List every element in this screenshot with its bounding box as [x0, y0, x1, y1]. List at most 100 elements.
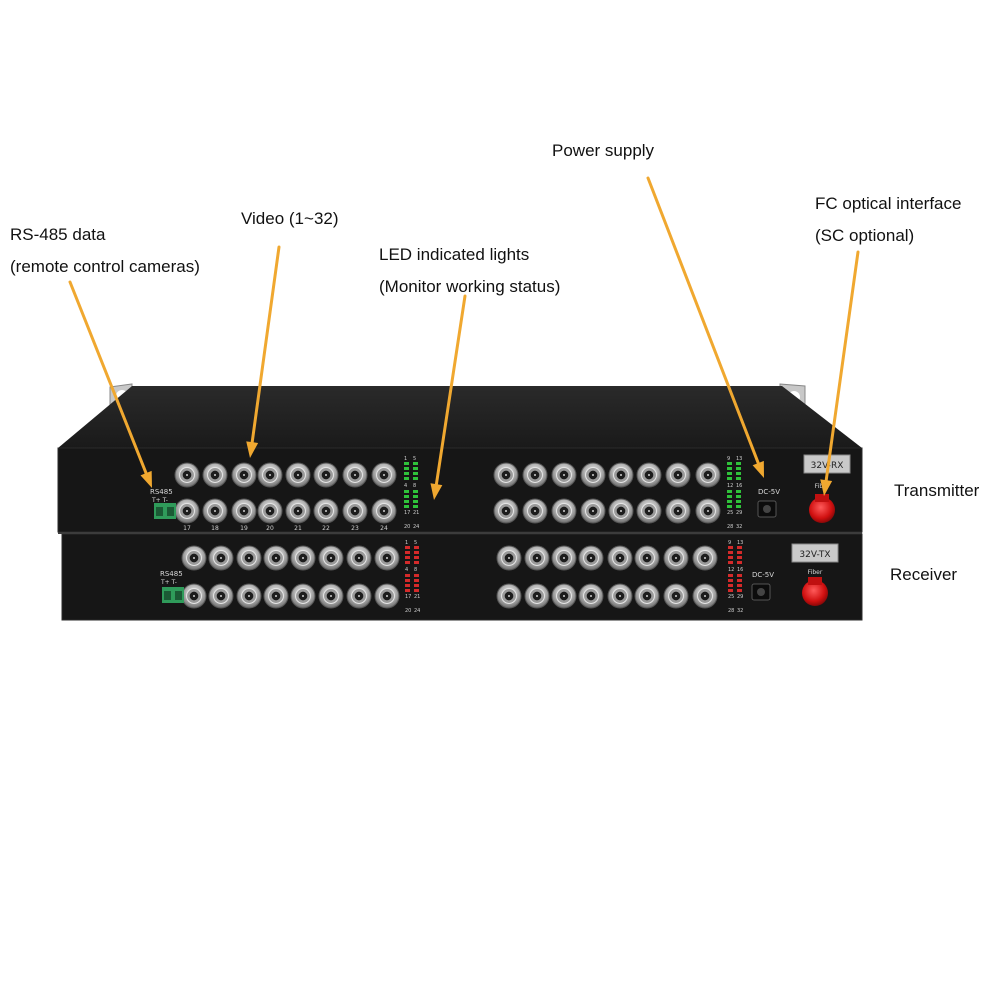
- led: [404, 500, 409, 503]
- bnc-connector[interactable]: [174, 462, 200, 488]
- bnc-connector[interactable]: [663, 583, 689, 609]
- led: [414, 561, 419, 564]
- bnc-connector[interactable]: [231, 498, 257, 524]
- bnc-connector[interactable]: [580, 498, 606, 524]
- port-number: 24: [380, 525, 388, 532]
- bnc-connector[interactable]: [665, 462, 691, 488]
- led: [413, 472, 418, 475]
- bnc-connector[interactable]: [692, 545, 718, 571]
- bnc-connector[interactable]: [236, 583, 262, 609]
- bnc-connector[interactable]: [551, 545, 577, 571]
- bnc-connector[interactable]: [371, 462, 397, 488]
- bnc-connector[interactable]: [263, 583, 289, 609]
- bnc-connector[interactable]: [202, 462, 228, 488]
- bnc-connector[interactable]: [231, 462, 257, 488]
- led: [736, 505, 741, 508]
- bnc-connector[interactable]: [496, 583, 522, 609]
- bnc-connector[interactable]: [551, 583, 577, 609]
- bnc-connector[interactable]: [636, 498, 662, 524]
- led: [728, 584, 733, 587]
- bnc-connector[interactable]: [371, 498, 397, 524]
- bnc-connector[interactable]: [318, 583, 344, 609]
- bnc-connector[interactable]: [318, 545, 344, 571]
- bnc-connector[interactable]: [607, 583, 633, 609]
- bnc-connector[interactable]: [257, 498, 283, 524]
- bnc-connector[interactable]: [496, 545, 522, 571]
- bnc-connector[interactable]: [551, 498, 577, 524]
- callout-led-line2: (Monitor working status): [379, 277, 561, 296]
- bnc-connector[interactable]: [608, 462, 634, 488]
- bnc-connector[interactable]: [208, 583, 234, 609]
- bnc-connector[interactable]: [692, 583, 718, 609]
- bnc-connector[interactable]: [313, 498, 339, 524]
- callout-power: Power supply: [552, 135, 654, 167]
- bnc-connector[interactable]: [208, 545, 234, 571]
- bnc-connector[interactable]: [290, 545, 316, 571]
- led: [737, 574, 742, 577]
- led: [727, 462, 732, 465]
- led: [728, 561, 733, 564]
- bnc-connector[interactable]: [374, 583, 400, 609]
- bnc-connector[interactable]: [236, 545, 262, 571]
- bnc-connector[interactable]: [263, 545, 289, 571]
- bnc-connector[interactable]: [636, 462, 662, 488]
- led: [404, 495, 409, 498]
- led: [404, 490, 409, 493]
- led: [736, 495, 741, 498]
- bnc-connector[interactable]: [285, 498, 311, 524]
- callout-rs485-line1: RS-485 data: [10, 225, 106, 244]
- bnc-connector[interactable]: [342, 498, 368, 524]
- bnc-connector[interactable]: [551, 462, 577, 488]
- bnc-connector[interactable]: [346, 545, 372, 571]
- led: [405, 561, 410, 564]
- led: [414, 551, 419, 554]
- bnc-connector[interactable]: [695, 462, 721, 488]
- bnc-connector[interactable]: [313, 462, 339, 488]
- fiber-connector-top-neck: [815, 494, 829, 502]
- callout-led-line1: LED indicated lights: [379, 245, 530, 264]
- bnc-connector[interactable]: [634, 583, 660, 609]
- led: [736, 490, 741, 493]
- bnc-connector[interactable]: [181, 583, 207, 609]
- bnc-connector[interactable]: [607, 545, 633, 571]
- bnc-connector[interactable]: [493, 462, 519, 488]
- fiber-connector-bottom[interactable]: [802, 580, 828, 606]
- bnc-connector[interactable]: [524, 583, 550, 609]
- fiber-connector-top[interactable]: [809, 497, 835, 523]
- bnc-connector[interactable]: [202, 498, 228, 524]
- bnc-connector[interactable]: [695, 498, 721, 524]
- led-number: 13: [736, 456, 742, 462]
- bnc-connector[interactable]: [342, 462, 368, 488]
- port-number: 17: [183, 525, 191, 532]
- bnc-connector[interactable]: [608, 498, 634, 524]
- led: [414, 584, 419, 587]
- bnc-connector[interactable]: [285, 462, 311, 488]
- bnc-connector[interactable]: [346, 583, 372, 609]
- callout-rs485-line2: (remote control cameras): [10, 257, 200, 276]
- bnc-connector[interactable]: [634, 545, 660, 571]
- bnc-connector[interactable]: [522, 498, 548, 524]
- bnc-connector[interactable]: [290, 583, 316, 609]
- bnc-connector[interactable]: [174, 498, 200, 524]
- bnc-connector[interactable]: [578, 545, 604, 571]
- led: [736, 467, 741, 470]
- bnc-connector[interactable]: [493, 498, 519, 524]
- bnc-connector[interactable]: [524, 545, 550, 571]
- bnc-connector[interactable]: [257, 462, 283, 488]
- bnc-connector[interactable]: [181, 545, 207, 571]
- bnc-connector[interactable]: [663, 545, 689, 571]
- bnc-connector[interactable]: [522, 462, 548, 488]
- led-number: 20: [405, 608, 411, 614]
- led-number: 1: [405, 540, 408, 546]
- rs485-pin: [167, 507, 174, 516]
- led: [737, 546, 742, 549]
- bnc-connector[interactable]: [580, 462, 606, 488]
- led: [405, 546, 410, 549]
- bnc-connector[interactable]: [578, 583, 604, 609]
- bnc-connector[interactable]: [374, 545, 400, 571]
- bnc-connector[interactable]: [665, 498, 691, 524]
- led: [414, 589, 419, 592]
